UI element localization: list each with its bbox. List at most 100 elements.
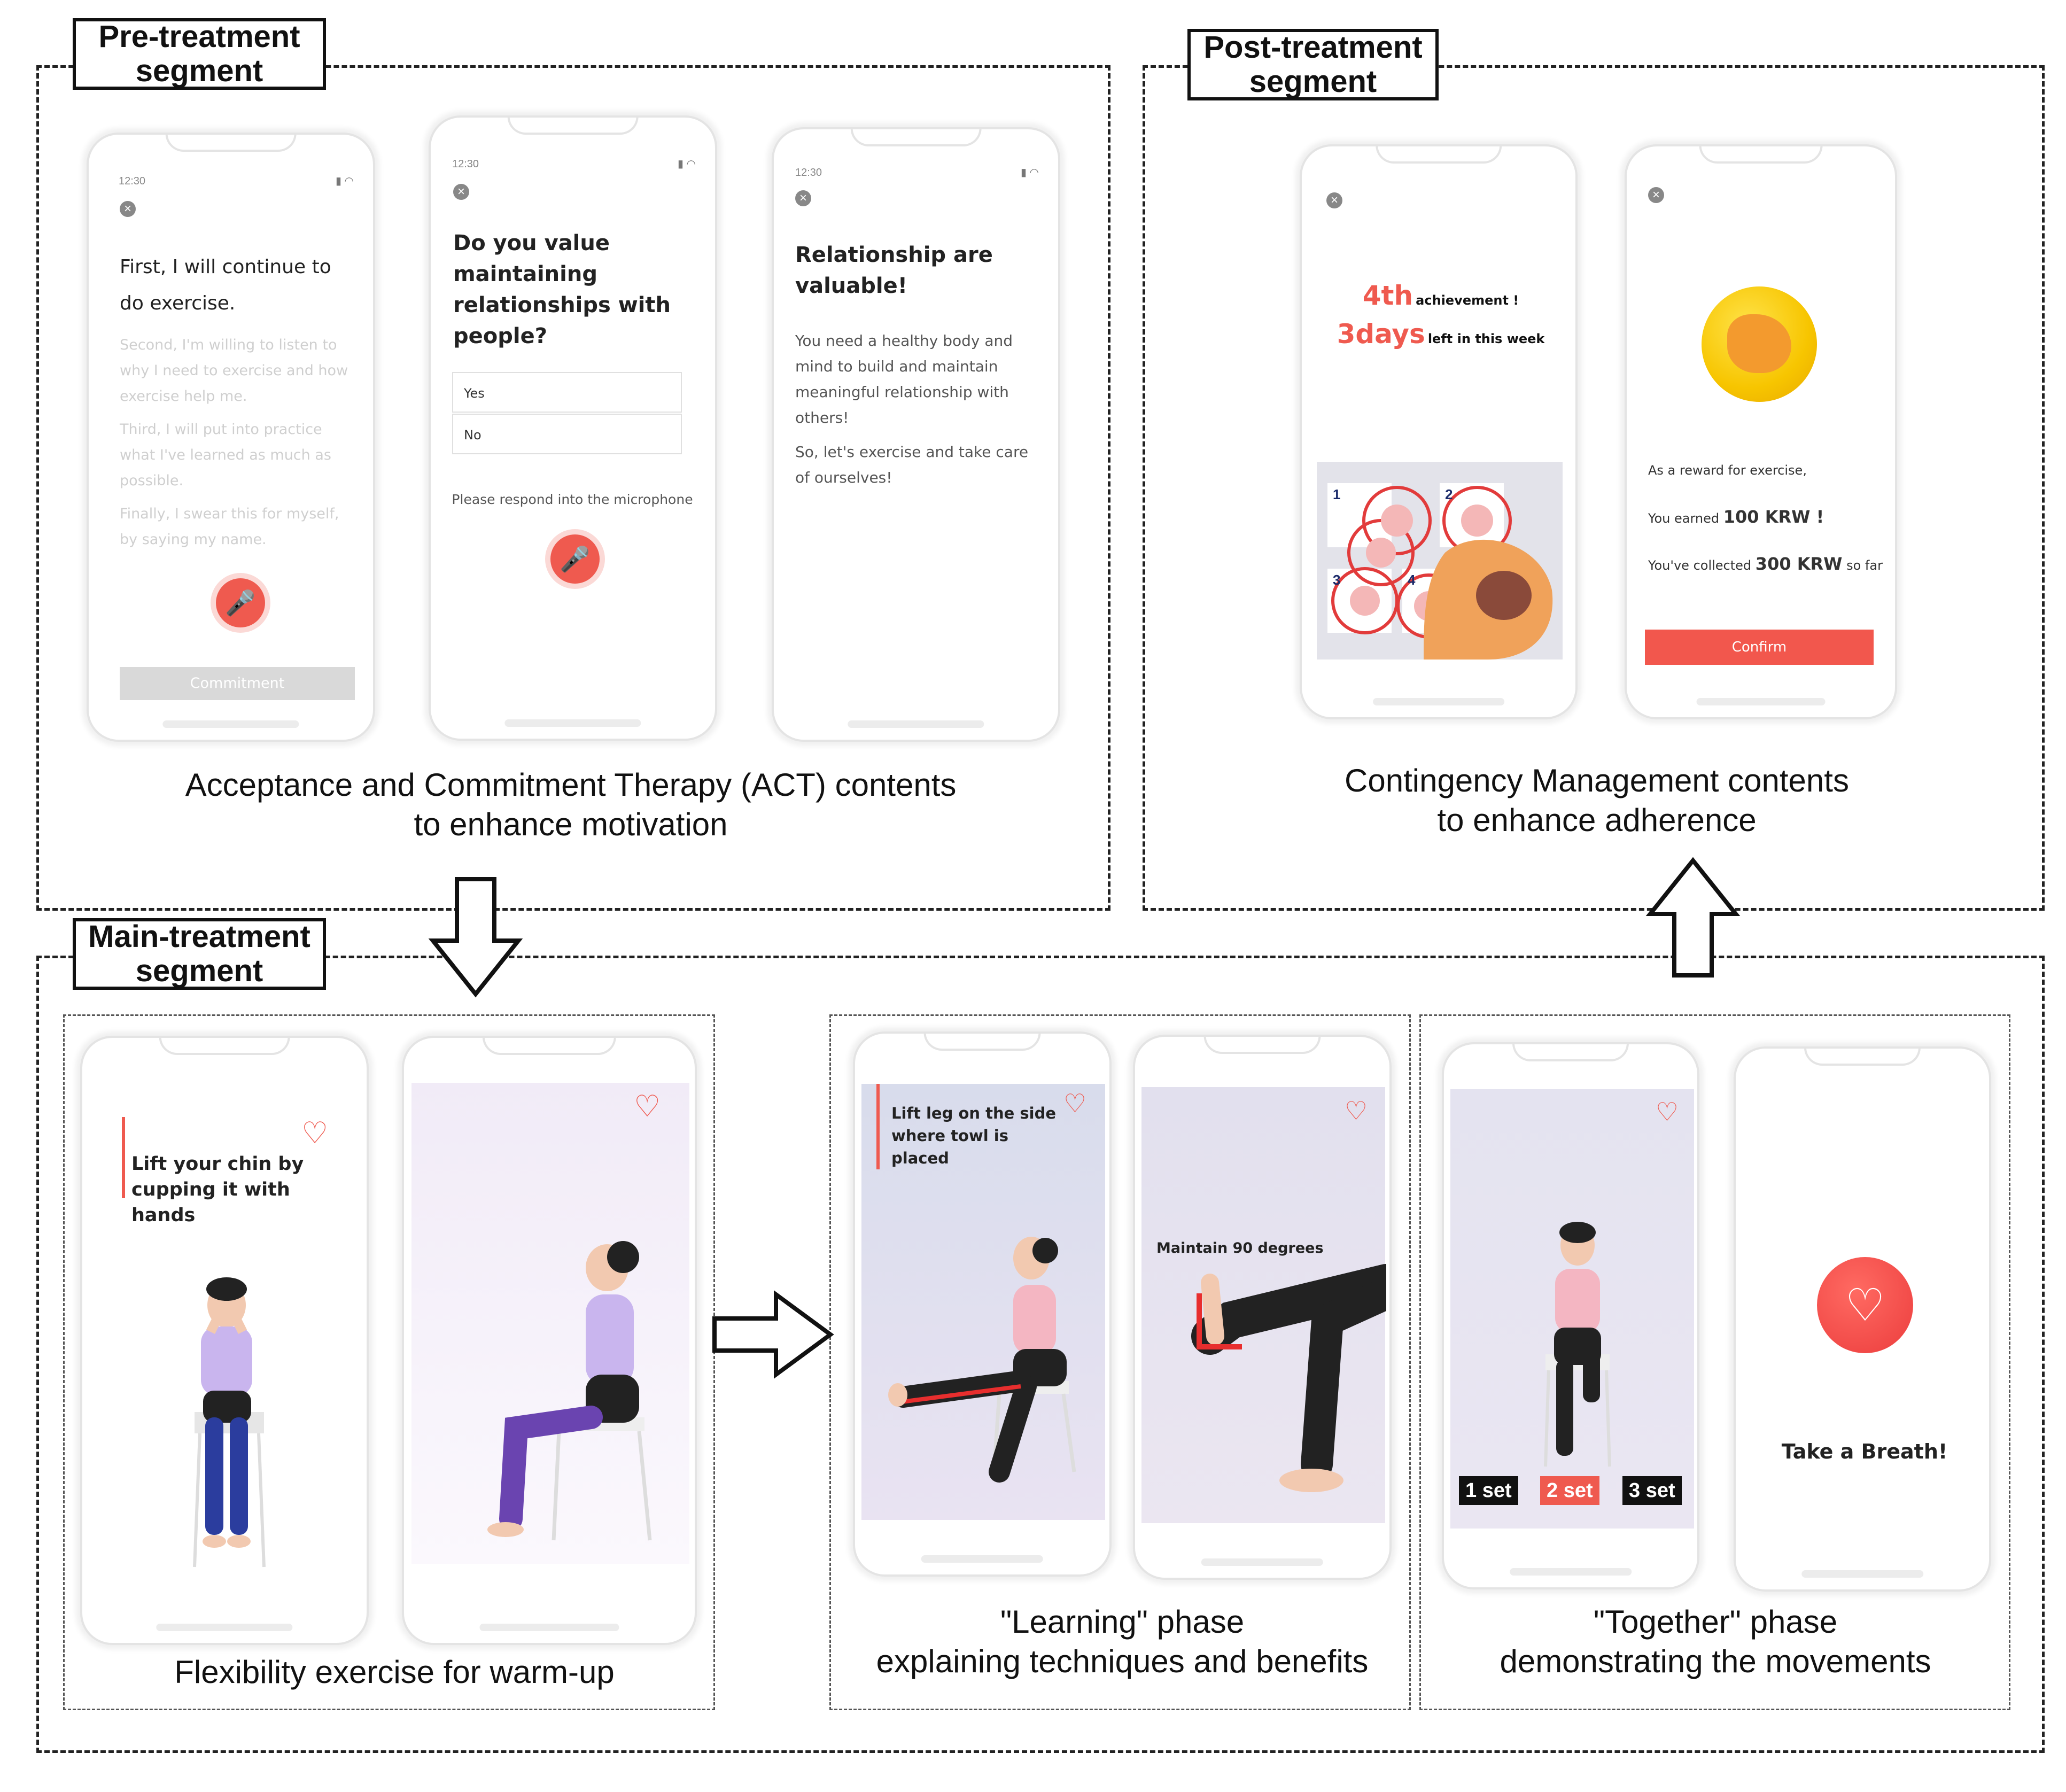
home-indicator xyxy=(504,719,641,727)
set-badge-3: 3 set xyxy=(1622,1476,1682,1505)
phone-maintain-90: ♡ Maintain 90 degrees xyxy=(1133,1035,1392,1580)
status-time: 12:30 xyxy=(795,167,822,179)
warmup-caption: Flexibility exercise for warm-up xyxy=(174,1654,615,1690)
heart-icon[interactable]: ♡ xyxy=(634,1089,661,1123)
home-indicator xyxy=(156,1624,293,1631)
question-text: Do you value maintaining relationships w… xyxy=(453,231,671,348)
phone-reward: × As a reward for exercise, You earned 1… xyxy=(1625,144,1897,719)
learning-subbox xyxy=(829,1014,1411,1710)
microphone-icon[interactable]: 🎤 xyxy=(216,578,265,627)
commitment-line2: Second, I'm willing to listen to why I n… xyxy=(120,337,348,405)
microphone-icon[interactable]: 🎤 xyxy=(550,534,600,584)
commitment-button[interactable]: Commitment xyxy=(120,667,355,700)
close-icon[interactable]: × xyxy=(453,184,469,200)
confirm-button[interactable]: Confirm xyxy=(1645,630,1874,665)
commitment-line3: Third, I will put into practice what I'v… xyxy=(120,421,331,489)
status-time: 12:30 xyxy=(452,158,479,170)
phone-notch xyxy=(1699,146,1823,164)
home-indicator xyxy=(1201,1558,1324,1566)
relationship-body2: So, let's exercise and take care of ours… xyxy=(795,443,1029,486)
reward-text: As a reward for exercise, xyxy=(1648,463,1807,478)
heart-icon: ♡ xyxy=(1845,1280,1885,1330)
phone-notch xyxy=(159,1038,290,1055)
arrow-right xyxy=(712,1290,834,1379)
learning-caption: "Learning" phase explaining techniques a… xyxy=(876,1604,1369,1679)
phone-notch xyxy=(923,1034,1041,1051)
close-icon[interactable]: × xyxy=(1326,192,1342,208)
phone-side-view: ♡ xyxy=(402,1036,697,1645)
phone-chin-lift: Lift your chin by cupping it with hands … xyxy=(80,1036,369,1645)
option-no[interactable]: No xyxy=(452,414,682,454)
pre-treatment-box xyxy=(36,65,1110,911)
close-icon[interactable]: × xyxy=(795,190,811,206)
relationship-body1: You need a healthy body and mind to buil… xyxy=(795,332,1013,426)
close-icon[interactable]: × xyxy=(120,201,136,217)
close-icon[interactable]: × xyxy=(1648,187,1664,203)
woman-side-view-image xyxy=(487,1241,652,1541)
instruction-bar xyxy=(122,1117,125,1198)
home-indicator xyxy=(479,1624,619,1631)
stamp-board-image: 1 2 3 4 xyxy=(1317,462,1563,660)
set-badge-1: 1 set xyxy=(1459,1476,1518,1505)
option-yes[interactable]: Yes xyxy=(452,372,682,413)
achievement-line: 4th achievement ! xyxy=(1302,280,1575,311)
microphone-prompt: Please respond into the microphone xyxy=(452,492,693,507)
commitment-line4: Finally, I swear this for myself, by say… xyxy=(120,506,339,548)
relationship-title: Relationship are valuable! xyxy=(795,243,993,298)
phone-notch xyxy=(165,135,297,152)
home-indicator xyxy=(921,1555,1044,1563)
phone-commitment: 12:30 ▮ ◠ × First, I will continue to do… xyxy=(87,133,375,742)
home-indicator xyxy=(1801,1570,1923,1578)
days-text: left in this week xyxy=(1427,331,1545,346)
heart-icon[interactable]: ♡ xyxy=(1656,1098,1679,1127)
main-treatment-box xyxy=(36,956,2045,1753)
lift-leg-instruction: Lift leg on the side where towl is place… xyxy=(891,1104,1057,1167)
phone-notch xyxy=(850,129,982,146)
heart-icon[interactable]: ♡ xyxy=(1345,1097,1368,1126)
achievement-number: 4th xyxy=(1362,280,1413,311)
home-indicator xyxy=(1373,698,1504,705)
together-subbox xyxy=(1419,1014,2010,1710)
phone-notch xyxy=(1804,1049,1921,1066)
set-badge-2: 2 set xyxy=(1540,1476,1599,1505)
battery-icon: ▮ ◠ xyxy=(677,158,696,170)
arrow-down xyxy=(428,877,523,998)
phone-notch xyxy=(1512,1044,1629,1061)
woman-front-view-image xyxy=(1544,1222,1611,1467)
phone-question: 12:30 ▮ ◠ × Do you value maintaining rel… xyxy=(429,115,717,741)
exercise-video-image xyxy=(861,1084,1105,1520)
stamp-number-4: 4 xyxy=(1408,572,1416,588)
heart-icon[interactable]: ♡ xyxy=(301,1116,329,1150)
phone-notch xyxy=(507,118,639,135)
phone-relationship: 12:30 ▮ ◠ × Relationship are valuable! Y… xyxy=(772,127,1060,742)
stamp-number-1: 1 xyxy=(1333,486,1340,502)
phone-lift-leg: Lift leg on the side where towl is place… xyxy=(853,1031,1112,1577)
phone-take-breath: ♡ Take a Breath! xyxy=(1734,1046,1991,1592)
battery-icon: ▮ ◠ xyxy=(1020,167,1039,179)
stamp-number-2: 2 xyxy=(1445,486,1453,502)
arrow-up xyxy=(1645,857,1741,978)
phone-notch xyxy=(482,1038,617,1055)
maintain-90-label: Maintain 90 degrees xyxy=(1156,1240,1324,1256)
leg-close-up-image xyxy=(1191,1264,1386,1492)
status-time: 12:30 xyxy=(119,175,146,187)
woman-chin-lift-image xyxy=(193,1277,266,1568)
together-caption: "Together" phase demonstrating the movem… xyxy=(1500,1604,1931,1679)
battery-icon: ▮ ◠ xyxy=(335,175,354,187)
heart-icon[interactable]: ♡ xyxy=(1063,1090,1087,1118)
heart-button[interactable]: ♡ xyxy=(1817,1257,1913,1353)
phone-sets: ♡ 1 set 2 set 3 set xyxy=(1442,1042,1699,1589)
days-line: 3days left in this week xyxy=(1302,319,1575,350)
instruction-bar xyxy=(876,1084,880,1169)
chin-lift-instruction: Lift your chin by cupping it with hands xyxy=(131,1153,304,1226)
take-breath-text: Take a Breath! xyxy=(1781,1440,1948,1463)
achievement-text: achievement ! xyxy=(1416,293,1519,308)
home-indicator xyxy=(162,720,299,728)
warmup-subbox xyxy=(63,1014,715,1710)
muscle-icon xyxy=(1727,314,1791,373)
phone-notch xyxy=(1376,146,1502,164)
act-caption: Acceptance and Commitment Therapy (ACT) … xyxy=(185,767,957,842)
